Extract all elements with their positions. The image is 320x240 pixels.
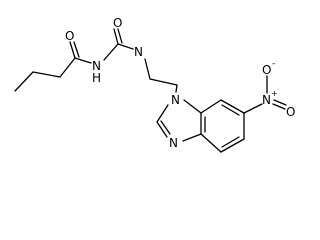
bond-urea-c-n bbox=[117, 43, 134, 50]
bond-n1-c2 bbox=[156, 104, 169, 123]
atom-h-amide: H bbox=[92, 71, 101, 85]
atom-n-nitro-charge: + bbox=[271, 89, 278, 98]
atom-n-urea: N bbox=[134, 45, 143, 59]
bond-c3-c4 bbox=[59, 57, 76, 78]
bond-ch2-n1 bbox=[175, 84, 178, 93]
bond-inner-c5-c4 bbox=[221, 136, 240, 148]
bond-c4-c3a bbox=[200, 133, 222, 153]
bond-c2-n3-a bbox=[156, 121, 168, 138]
atom-o-nitro-top: O bbox=[262, 63, 271, 77]
bond-n-ch2 bbox=[144, 58, 151, 80]
bond-urea-o-double-a bbox=[113, 28, 119, 45]
bond-nitro-n-o-right-b bbox=[272, 103, 286, 110]
bond-c1-c2 bbox=[14, 71, 34, 92]
bond-c7a-c7 bbox=[200, 99, 222, 114]
bond-n3-c3a bbox=[182, 133, 202, 142]
atom-o-nitro-right: O bbox=[286, 105, 295, 119]
bond-c4-n bbox=[74, 57, 92, 64]
bond-n-c-urea bbox=[103, 43, 119, 61]
bond-c5-c4 bbox=[220, 138, 245, 153]
bond-c6-nitro-n bbox=[243, 103, 263, 114]
bond-c7-c6 bbox=[220, 99, 245, 114]
bond-c4-o-double-b bbox=[73, 41, 80, 58]
atom-n-nitro: N bbox=[262, 93, 271, 107]
atom-o-amide: O bbox=[65, 29, 74, 43]
molecule-structure: O N H O N N N N + O - O bbox=[14, 16, 295, 153]
bond-inner-c7-c6 bbox=[221, 104, 240, 116]
bond-n1-c7a bbox=[183, 99, 202, 114]
atom-n3-imidazole: N bbox=[169, 136, 178, 150]
atom-n1-imidazole: N bbox=[171, 93, 180, 107]
bond-c2-n3-b bbox=[160, 120, 171, 135]
bond-ch2-ch2 bbox=[149, 78, 178, 86]
atom-o-nitro-top-charge: - bbox=[272, 59, 275, 69]
bond-c4-o-double-a bbox=[69, 41, 76, 59]
atom-o-urea: O bbox=[113, 16, 122, 30]
bond-urea-o-double-b bbox=[117, 28, 123, 44]
bond-c2-c3 bbox=[32, 71, 61, 78]
atom-n-amide: N bbox=[92, 59, 101, 73]
structure-canvas: O N H O N N N N + O - O bbox=[14, 16, 295, 153]
bond-nitro-n-o-right-a bbox=[273, 99, 287, 106]
